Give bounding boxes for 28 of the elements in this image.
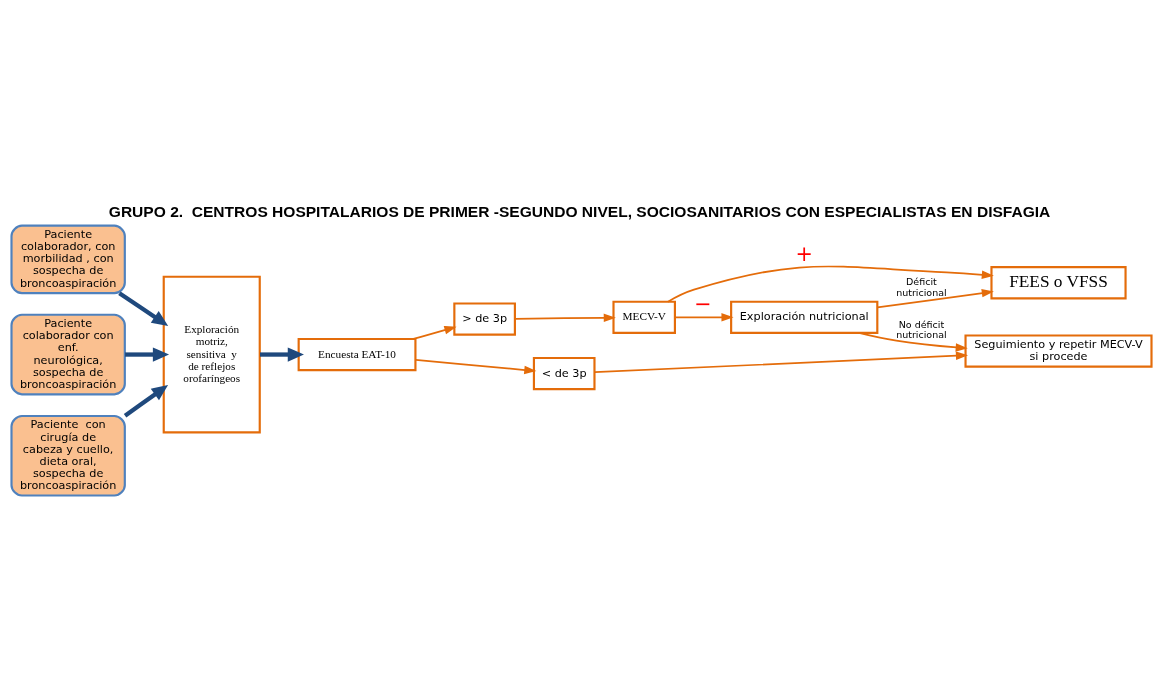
node-box: Exploración motriz, sensitiva y de reflejos orofaríngeos [162, 275, 261, 433]
node-box: Seguimiento y repetir MECV-V si procede [964, 333, 1153, 368]
edge-label: Déficit nutricional [896, 275, 947, 298]
edge-label: − [694, 291, 712, 316]
diagram-title: GRUPO 2. CENTROS HOSPITALARIOS DE PRIMER -SEGUNDO NIVEL, SOCIOSANITARIOS CON ESPECIALISTAS EN DISFAGIA [108, 202, 1051, 220]
arrow [260, 346, 304, 362]
node-box: > de 3p [453, 301, 516, 336]
node-box: FEES o VFSS [990, 265, 1127, 299]
arrow [593, 351, 969, 373]
arrow [674, 312, 734, 322]
arrow [118, 290, 169, 326]
arrow [876, 288, 994, 308]
node-box: Paciente colaborador con enf. neurológica, sospecha de broncoaspiración [10, 313, 126, 395]
node-box: Paciente con cirugía de cabeza y cuello, dieta oral, sospecha de broncoaspiración [10, 414, 126, 497]
node-box: Exploración nutricional [730, 300, 879, 334]
arrow [667, 265, 994, 303]
arrow [412, 325, 457, 340]
node-box: MECV-V [612, 300, 676, 334]
arrow [414, 358, 537, 374]
edge-label: No déficit nutricional [896, 318, 947, 340]
arrow [858, 331, 968, 352]
edge-label: + [795, 241, 813, 266]
node-box: Paciente colaborador, con morbilidad , con sospecha de broncoaspiración [10, 224, 126, 294]
arrow [123, 384, 169, 417]
arrow [514, 313, 616, 322]
node-box: Encuesta EAT-10 [297, 337, 417, 371]
arrow [125, 346, 170, 362]
node-box: < de 3p [532, 356, 596, 390]
